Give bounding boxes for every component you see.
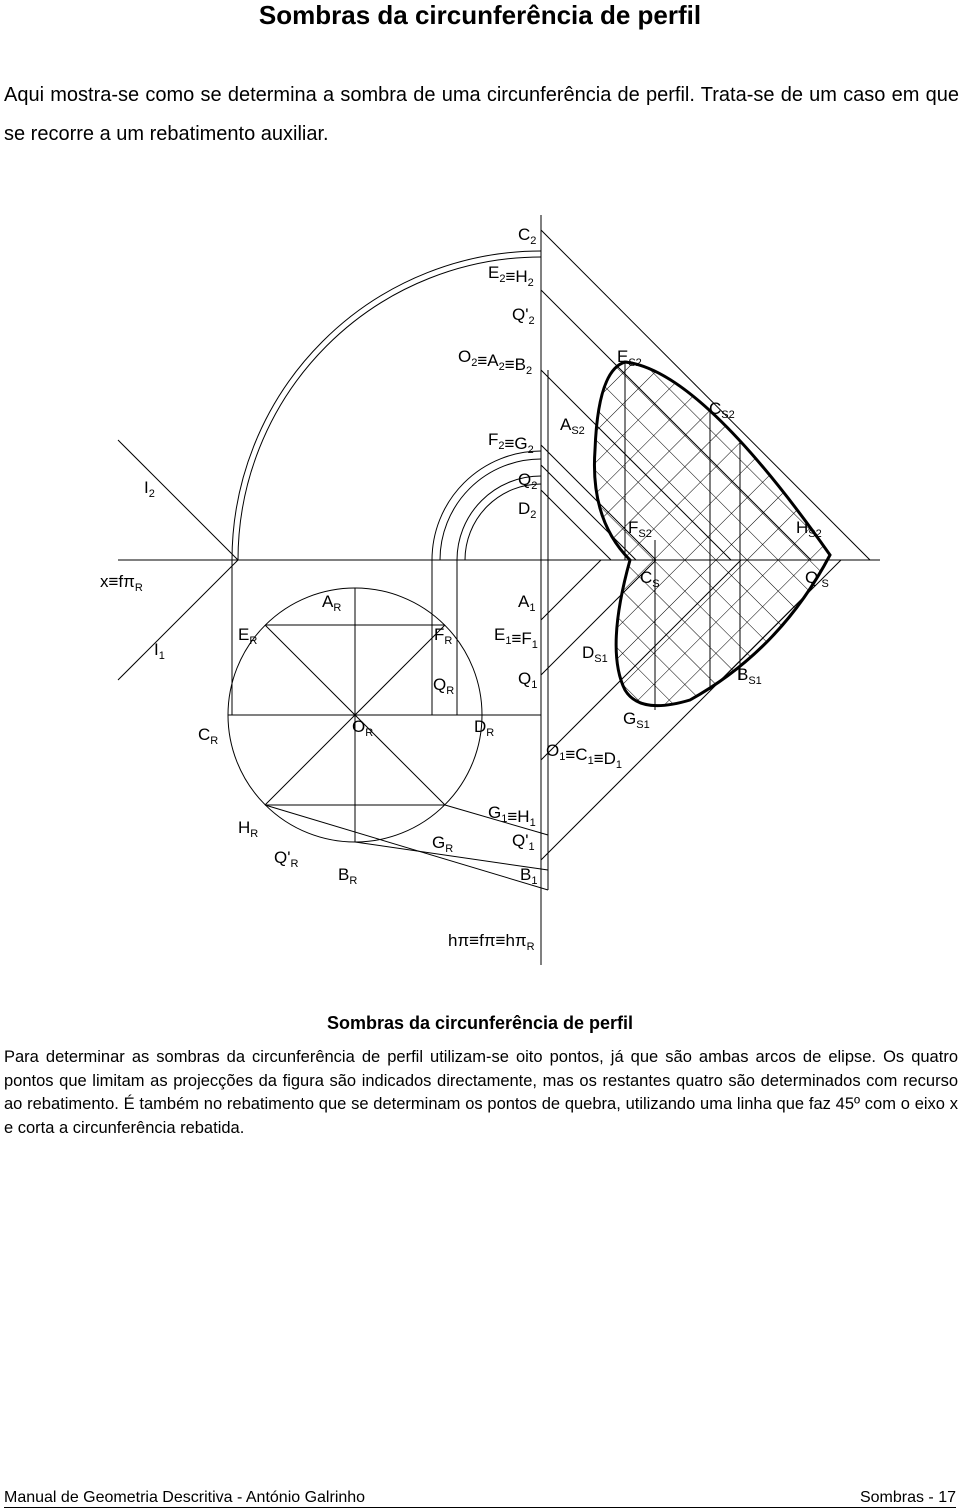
label-bs1: BS1 [737, 665, 762, 687]
label-e2h2: E2≡H2 [488, 263, 534, 289]
footer-right: Sombras - 17 [859, 1489, 956, 1506]
footer-left: Manual de Geometria Descritiva - António… [4, 1489, 366, 1506]
geometry-figure: C2 E2≡H2 Q'2 O2≡A2≡B2 ES2 AS2 CS2 F2≡G2 … [100, 215, 880, 965]
label-cs2: CS2 [709, 399, 735, 421]
label-d2: D2 [518, 499, 536, 521]
label-br: BR [338, 865, 357, 887]
label-ds1: DS1 [582, 643, 608, 665]
label-q1: Q1 [518, 669, 537, 691]
label-q1p: Q'1 [512, 831, 535, 853]
label-e1f1: E1≡F1 [494, 625, 538, 651]
figure-caption: Sombras da circunferência de perfil [326, 1013, 634, 1033]
label-o2a2b2: O2≡A2≡B2 [458, 347, 532, 377]
label-c2: C2 [518, 225, 536, 247]
label-q2p: Q'2 [512, 305, 535, 327]
label-gr: GR [432, 833, 453, 855]
label-hs2: HS2 [796, 518, 822, 540]
label-a1: A1 [518, 592, 535, 614]
label-cr: CR [198, 725, 218, 747]
label-f2g2: F2≡G2 [488, 430, 534, 456]
label-fr: FR [434, 625, 452, 647]
page-title: Sombras da circunferência de perfil [258, 0, 702, 30]
label-qr: QR [433, 675, 454, 697]
label-hf: hπ≡fπ≡hπR [448, 931, 535, 953]
light-ray-l2 [117, 439, 239, 561]
label-ar: AR [322, 592, 341, 614]
footer-rule [4, 1507, 956, 1508]
label-q2: Q2 [518, 470, 537, 492]
label-g1h1: G1≡H1 [488, 803, 536, 829]
label-i1: I1 [154, 640, 165, 662]
label-o1c1d1: O1≡C1≡D1 [546, 741, 622, 771]
label-qps: Q'S [805, 568, 829, 590]
label-dr: DR [474, 717, 494, 739]
label-or: OR [352, 717, 373, 739]
label-er: ER [238, 625, 257, 647]
label-xf: x≡fπR [100, 572, 143, 594]
label-as2: AS2 [560, 415, 585, 437]
label-i2: I2 [144, 478, 155, 500]
body-paragraph: Para determinar as sombras da circunferê… [4, 1048, 958, 1137]
intro-paragraph: Aqui mostra-se como se determina a sombr… [4, 84, 959, 145]
label-hr: HR [238, 818, 258, 840]
label-es2: ES2 [617, 347, 642, 369]
label-qpr: Q'R [274, 848, 298, 870]
label-gs1: GS1 [623, 709, 650, 731]
light-ray-l1 [117, 559, 239, 681]
